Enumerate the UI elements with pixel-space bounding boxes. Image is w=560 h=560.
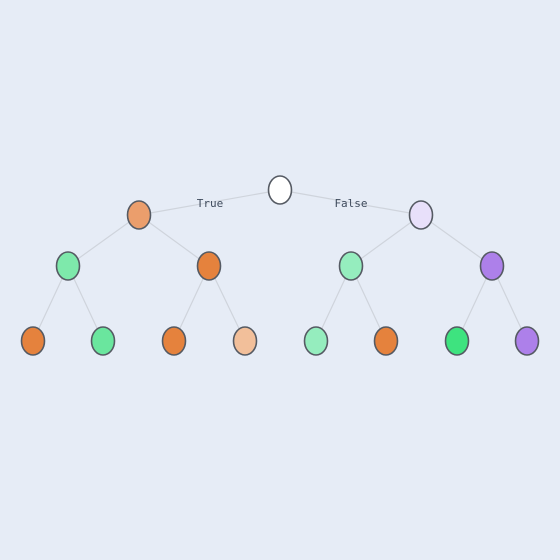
- tree-edges: [32, 189, 528, 342]
- tree-edge: [138, 214, 210, 267]
- tree-node: [479, 251, 505, 281]
- tree-node: [267, 175, 293, 205]
- tree-node: [514, 326, 540, 356]
- tree-node: [126, 200, 152, 230]
- tree-edge: [279, 189, 422, 216]
- tree-node: [444, 326, 470, 356]
- tree-node: [20, 326, 46, 356]
- tree-node: [90, 326, 116, 356]
- tree-node: [55, 251, 81, 281]
- tree-edge: [138, 189, 281, 216]
- tree-node: [408, 200, 434, 230]
- tree-edge: [420, 214, 493, 267]
- tree-node: [232, 326, 258, 356]
- tree-edge: [67, 214, 140, 267]
- tree-node: [196, 251, 222, 281]
- tree-edge: [350, 214, 422, 267]
- tree-node: [373, 326, 399, 356]
- tree-node: [161, 326, 187, 356]
- false-branch-label: False: [334, 197, 367, 210]
- tree-nodes: [20, 175, 540, 356]
- true-branch-label: True: [197, 197, 224, 210]
- tree-node: [303, 326, 329, 356]
- tree-node: [338, 251, 364, 281]
